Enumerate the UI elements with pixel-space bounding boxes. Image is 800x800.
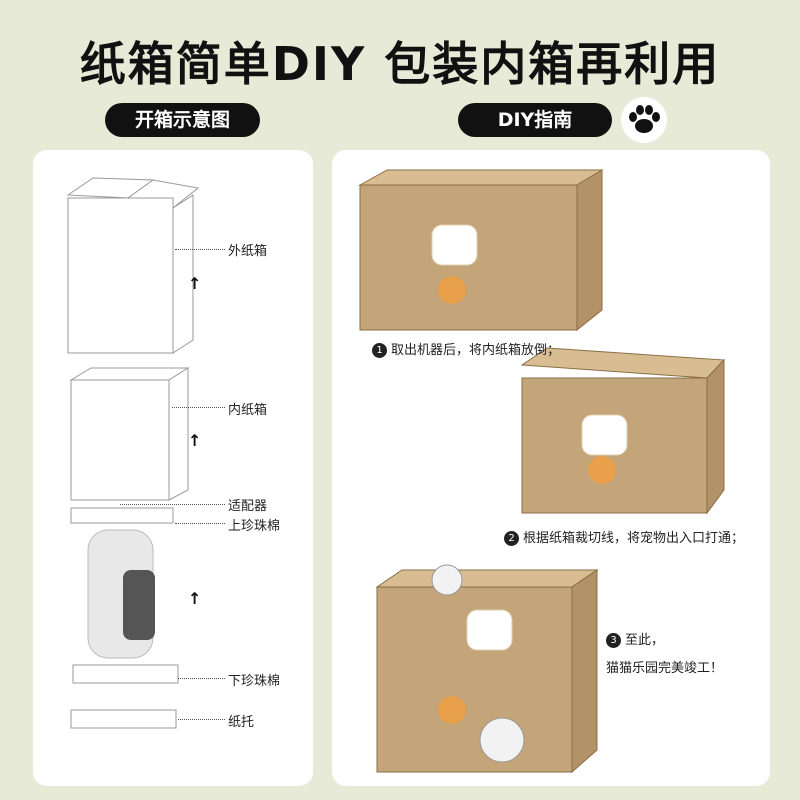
label-lower-foam: 下珍珠棉 <box>228 674 281 689</box>
diy-guide-pill: DIY指南 <box>458 103 612 137</box>
label-upper-foam: 上珍珠棉 <box>228 519 281 534</box>
label-adapter: 适配器 <box>228 499 268 514</box>
label-inner-box: 内纸箱 <box>228 403 268 418</box>
page-title: 纸箱简单DIY 包装内箱再利用 <box>79 37 721 91</box>
unboxing-panel <box>33 150 313 786</box>
label-outer-box: 外纸箱 <box>228 244 268 259</box>
unboxing-exploded-illustration <box>66 177 200 729</box>
up-arrow-icon: ↑ <box>188 274 202 293</box>
paw-icon <box>621 97 667 143</box>
unboxing-diagram-pill: 开箱示意图 <box>105 103 260 137</box>
up-arrow-icon: ↑ <box>188 589 202 608</box>
diy-guide-panel <box>332 150 770 786</box>
cat-box-illustrations <box>358 169 726 774</box>
label-paper-tray: 纸托 <box>228 715 255 730</box>
up-arrow-icon: ↑ <box>188 431 202 450</box>
